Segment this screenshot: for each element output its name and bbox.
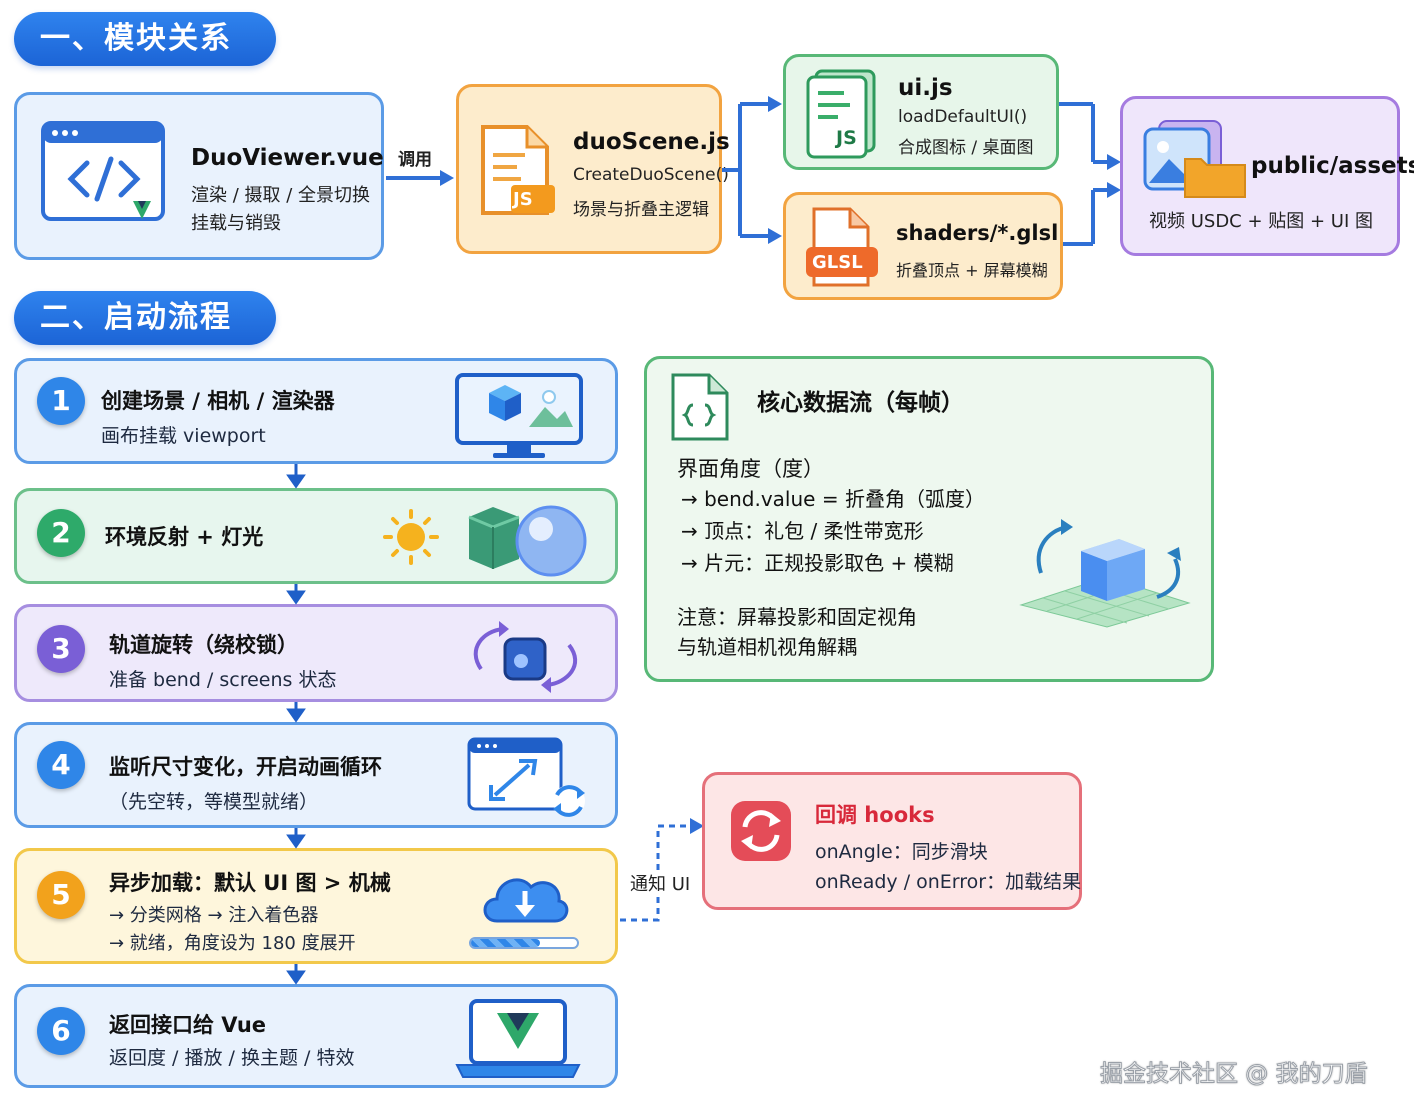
watermark: 掘金技术社区 @ 我的刀盾 xyxy=(1100,1061,1369,1088)
step-5-card: 5 异步加载：默认 UI 图 > 机械 → 分类网格 → 注入着色器 → 就绪，… xyxy=(14,848,618,964)
assets-card: public/assets 视频 USDC + 贴图 + UI 图 xyxy=(1120,96,1414,256)
env-sphere-icon xyxy=(463,501,593,579)
step-6-title: 返回接口给 Vue xyxy=(109,1013,267,1037)
merge-arrows xyxy=(1059,102,1121,246)
step-5-sub2: → 就绪，角度设为 180 度展开 xyxy=(109,933,356,954)
shaders-title: shaders/*.glsl xyxy=(896,221,1059,245)
refresh-callback-icon xyxy=(727,797,795,865)
shaders-card: GLSL shaders/*.glsl 折叠顶点 + 屏幕模糊 xyxy=(783,192,1063,300)
dataflow-card: 核心数据流（每帧） 界面角度（度） → bend.value = 折叠角（弧度）… xyxy=(644,356,1214,682)
hooks-title: 回调 hooks xyxy=(815,803,935,827)
section-modules-title: 一、模块关系 xyxy=(14,12,276,66)
step-6-number: 6 xyxy=(37,1007,85,1055)
cube-grid-icon xyxy=(1017,515,1193,628)
hooks-line2: onReady / onError：加载结果 xyxy=(815,871,1082,893)
duoviewer-line1: 渲染 / 摄取 / 全景切换 xyxy=(191,185,371,206)
duoscene-line1: CreateDuoScene() xyxy=(573,165,729,185)
step-3-card: 3 轨道旋转（绕校锁） 准备 bend / screens 状态 xyxy=(14,604,618,702)
step-3-sub: 准备 bend / screens 状态 xyxy=(109,669,337,691)
step-1-sub: 画布挂载 viewport xyxy=(101,425,266,447)
dataflow-head: 界面角度（度） xyxy=(677,457,824,481)
step-2-number: 2 xyxy=(37,509,85,557)
step-2-title: 环境反射 + 灯光 xyxy=(105,525,264,549)
resize-loop-icon xyxy=(467,735,591,819)
code-window-icon xyxy=(41,119,167,229)
image-folder-icon xyxy=(1141,119,1251,199)
call-label: 调用 xyxy=(398,150,432,170)
ui-js-badge: JS xyxy=(836,127,857,149)
duoscene-title: duoScene.js xyxy=(573,129,730,155)
hooks-line1: onAngle：同步滑块 xyxy=(815,841,988,863)
step-5-sub: → 分类网格 → 注入着色器 xyxy=(109,905,319,926)
load-progress-bar xyxy=(469,937,579,949)
step-5-number: 5 xyxy=(37,871,85,919)
assets-title: public/assets xyxy=(1251,153,1414,179)
branch-arrows xyxy=(722,96,782,244)
step-4-card: 4 监听尺寸变化，开启动画循环 （先空转，等模型就绪） xyxy=(14,722,618,828)
js-badge: JS xyxy=(513,189,533,210)
monitor-icon xyxy=(453,371,585,461)
step-3-number: 3 xyxy=(37,625,85,673)
sun-icon xyxy=(381,507,441,567)
ui-js-card: JS ui.js loadDefaultUI() 合成图标 / 桌面图 xyxy=(783,54,1059,170)
ui-js-line2: 合成图标 / 桌面图 xyxy=(898,138,1034,158)
glsl-badge: GLSL xyxy=(812,252,863,273)
step-1-card: 1 创建场景 / 相机 / 渲染器 画布挂载 viewport xyxy=(14,358,618,464)
orbit-rotate-icon xyxy=(463,619,587,695)
dataflow-line-3: → 片元：正规投影取色 + 模糊 xyxy=(681,551,954,575)
step-1-title: 创建场景 / 相机 / 渲染器 xyxy=(101,389,335,413)
step-5-title: 异步加载：默认 UI 图 > 机械 xyxy=(109,871,391,895)
dataflow-note-1: 注意：屏幕投影和固定视角 xyxy=(677,605,917,629)
dataflow-line-2: → 顶点：礼包 / 柔性带宽形 xyxy=(681,519,924,543)
step-2-card: 2 环境反射 + 灯光 xyxy=(14,488,618,584)
ui-js-file-icon: JS xyxy=(804,69,880,159)
glsl-file-icon: GLSL xyxy=(804,207,880,289)
duoviewer-title: DuoViewer.vue xyxy=(191,145,384,171)
step-4-sub: （先空转，等模型就绪） xyxy=(109,791,319,813)
step-6-sub: 返回度 / 播放 / 换主题 / 特效 xyxy=(109,1047,355,1069)
ui-js-line1: loadDefaultUI() xyxy=(898,107,1028,127)
cloud-download-icon xyxy=(477,863,573,927)
vue-laptop-icon xyxy=(453,997,583,1083)
duoscene-line2: 场景与折叠主逻辑 xyxy=(573,200,709,220)
hooks-card: 回调 hooks onAngle：同步滑块 onReady / onError：… xyxy=(702,772,1082,910)
code-braces-icon xyxy=(669,371,733,443)
shaders-line1: 折叠顶点 + 屏幕模糊 xyxy=(896,261,1048,280)
call-arrow xyxy=(386,170,454,186)
ui-js-title: ui.js xyxy=(898,75,953,101)
load-progress-fill xyxy=(471,939,540,947)
step-connectors xyxy=(286,464,306,985)
notify-connector xyxy=(620,818,704,922)
dataflow-title: 核心数据流（每帧） xyxy=(757,390,964,416)
step-6-card: 6 返回接口给 Vue 返回度 / 播放 / 换主题 / 特效 xyxy=(14,984,618,1088)
dataflow-note-2: 与轨道相机视角解耦 xyxy=(677,635,857,659)
assets-line1: 视频 USDC + 贴图 + UI 图 xyxy=(1149,211,1374,232)
notify-label: 通知 UI xyxy=(630,870,691,896)
duoviewer-card: DuoViewer.vue 渲染 / 摄取 / 全景切换 挂载与销毁 xyxy=(14,92,384,260)
duoscene-card: JS duoScene.js CreateDuoScene() 场景与折叠主逻辑 xyxy=(456,84,730,254)
duoviewer-line2: 挂载与销毁 xyxy=(191,213,281,234)
dataflow-line-1: → bend.value = 折叠角（弧度） xyxy=(681,487,985,511)
step-4-title: 监听尺寸变化，开启动画循环 xyxy=(109,755,382,779)
step-4-number: 4 xyxy=(37,741,85,789)
step-1-number: 1 xyxy=(37,377,85,425)
step-3-title: 轨道旋转（绕校锁） xyxy=(109,633,298,657)
section-startup-title: 二、启动流程 xyxy=(14,291,276,345)
js-file-icon: JS xyxy=(477,123,557,219)
